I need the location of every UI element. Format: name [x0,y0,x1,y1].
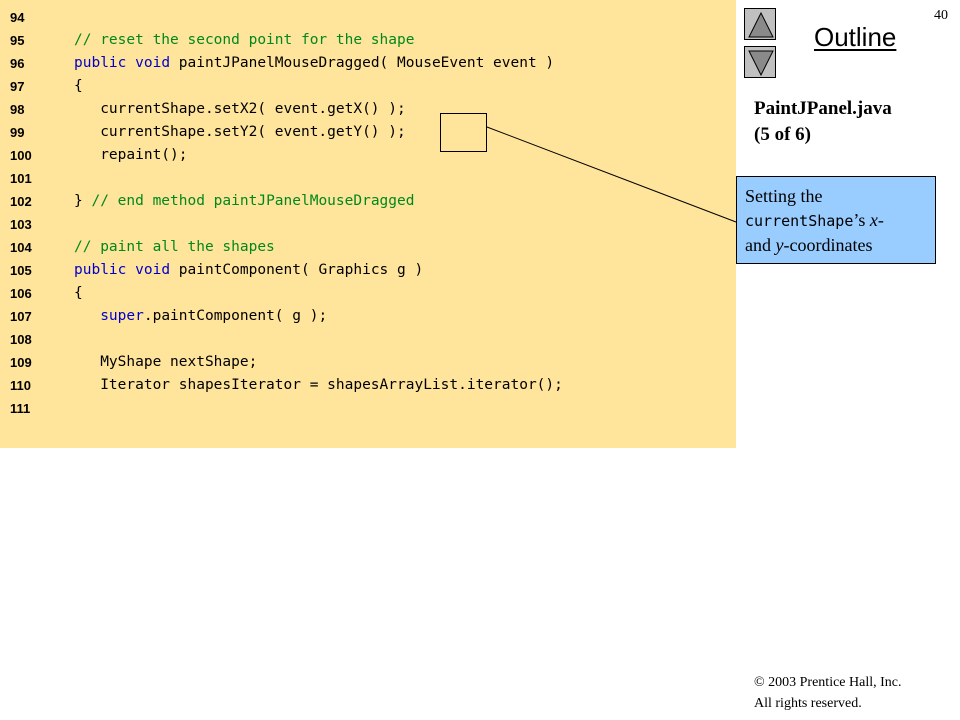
callout-y-var: y [775,235,784,255]
code-line: 94 [0,6,736,29]
page-number: 40 [934,8,948,23]
line-number: 99 [10,125,25,140]
code-panel: 94 95 // reset the second point for the sh… [0,0,736,448]
code-line: 95 // reset the second point for the shap… [0,29,736,52]
code-line: 109 MyShape nextShape; [0,351,736,374]
up-triangle-icon [748,11,774,38]
code-token: repaint(); [74,147,188,163]
callout-text-4: and [745,235,776,255]
code-token: { [74,285,83,301]
callout-text-3: - [877,210,884,230]
code-line: 97 { [0,75,736,98]
callout-text-2: ’s [853,210,870,230]
code-line: 103 [0,213,736,236]
previous-slide-button[interactable] [744,8,776,40]
line-number: 110 [10,378,31,393]
code-line: 106 { [0,282,736,305]
code-line: 99 currentShape.setY2( event.getY() ); [0,121,736,144]
line-number: 101 [10,171,32,186]
code-text: currentShape.setY2( event.getY() ); [74,121,406,144]
code-keyword: void [135,55,171,71]
code-token: } [74,193,92,209]
code-line: 96 public void paintJPanelMouseDragged( M… [0,52,736,75]
file-title: PaintJPanel.java (5 of 6) [754,96,892,148]
callout-text-1: Setting the [745,186,823,206]
code-token: paintJPanelMouseDragged( MouseEvent even… [170,55,555,71]
copyright: © 2003 Prentice Hall, Inc. All rights re… [754,672,902,714]
code-text: { [74,75,83,98]
code-text: { [74,282,83,305]
code-text: currentShape.setX2( event.getX() ); [74,98,406,121]
line-number: 97 [10,79,25,94]
code-text: } // end method paintJPanelMouseDragged [74,190,414,213]
code-keyword: void [135,262,171,278]
line-number: 107 [10,309,32,324]
code-line: 111 [0,397,736,420]
code-text: MyShape nextShape; [74,351,257,374]
line-number: 95 [10,33,25,48]
code-text: public void paintJPanelMouseDragged( Mou… [74,52,554,75]
code-text: Iterator shapesIterator = shapesArrayLis… [74,374,563,397]
code-token: MyShape nextShape; [74,354,258,370]
code-text: public void paintComponent( Graphics g ) [74,259,423,282]
line-number: 98 [10,102,25,117]
code-token: Iterator shapesIterator = shapesArrayLis… [74,377,563,393]
code-token: { [74,78,83,94]
line-number: 106 [10,286,32,301]
line-number: 111 [10,401,31,416]
code-line: 104 // paint all the shapes [0,236,736,259]
code-line: 101 [0,167,736,190]
file-name: PaintJPanel.java [754,98,892,119]
code-token: .paintComponent( g ); [143,308,328,324]
line-number: 94 [10,10,25,25]
callout-code: currentShape [745,212,854,230]
line-number: 103 [10,217,32,232]
line-number: 102 [10,194,32,209]
code-text: // paint all the shapes [74,236,275,259]
line-number: 109 [10,355,32,370]
code-text: super.paintComponent( g ); [74,305,327,328]
code-line: 100 repaint(); [0,144,736,167]
line-number: 104 [10,240,32,255]
code-line: 98 currentShape.setX2( event.getX() ); [0,98,736,121]
callout-highlight-box [440,113,487,152]
code-comment: // end method paintJPanelMouseDragged [91,193,415,209]
callout-note: Setting the currentShape’s x- and y-coor… [736,176,936,264]
code-line: 110 Iterator shapesIterator = shapesArra… [0,374,736,397]
code-comment: // paint all the shapes [74,239,275,255]
code-line: 105 public void paintComponent( Graphics … [0,259,736,282]
copyright-line-2: All rights reserved. [754,696,862,711]
file-part: (5 of 6) [754,124,811,145]
line-number: 108 [10,332,32,347]
code-comment: // reset the second point for the shape [74,32,415,48]
code-token: paintComponent( Graphics g ) [170,262,424,278]
code-keyword: super [100,308,144,324]
code-keyword: public [74,55,127,71]
line-number: 96 [10,56,25,71]
line-number: 100 [10,148,32,163]
code-line: 102} // end method paintJPanelMouseDragg… [0,190,736,213]
code-line: 108 [0,328,736,351]
code-token: currentShape.setX2( event.getX() ); [74,101,406,117]
next-slide-button[interactable] [744,46,776,78]
line-number: 105 [10,263,32,278]
copyright-line-1: © 2003 Prentice Hall, Inc. [754,675,902,690]
callout-x-var: x [869,210,878,230]
down-triangle-icon [748,50,774,77]
code-token: currentShape.setY2( event.getY() ); [74,124,406,140]
code-text: // reset the second point for the shape [74,29,414,52]
code-line: 107 super.paintComponent( g ); [0,305,736,328]
callout-text-5: -coordinates [783,235,873,255]
code-text: repaint(); [74,144,188,167]
code-keyword: public [74,262,127,278]
outline-title[interactable]: Outline [814,22,897,52]
